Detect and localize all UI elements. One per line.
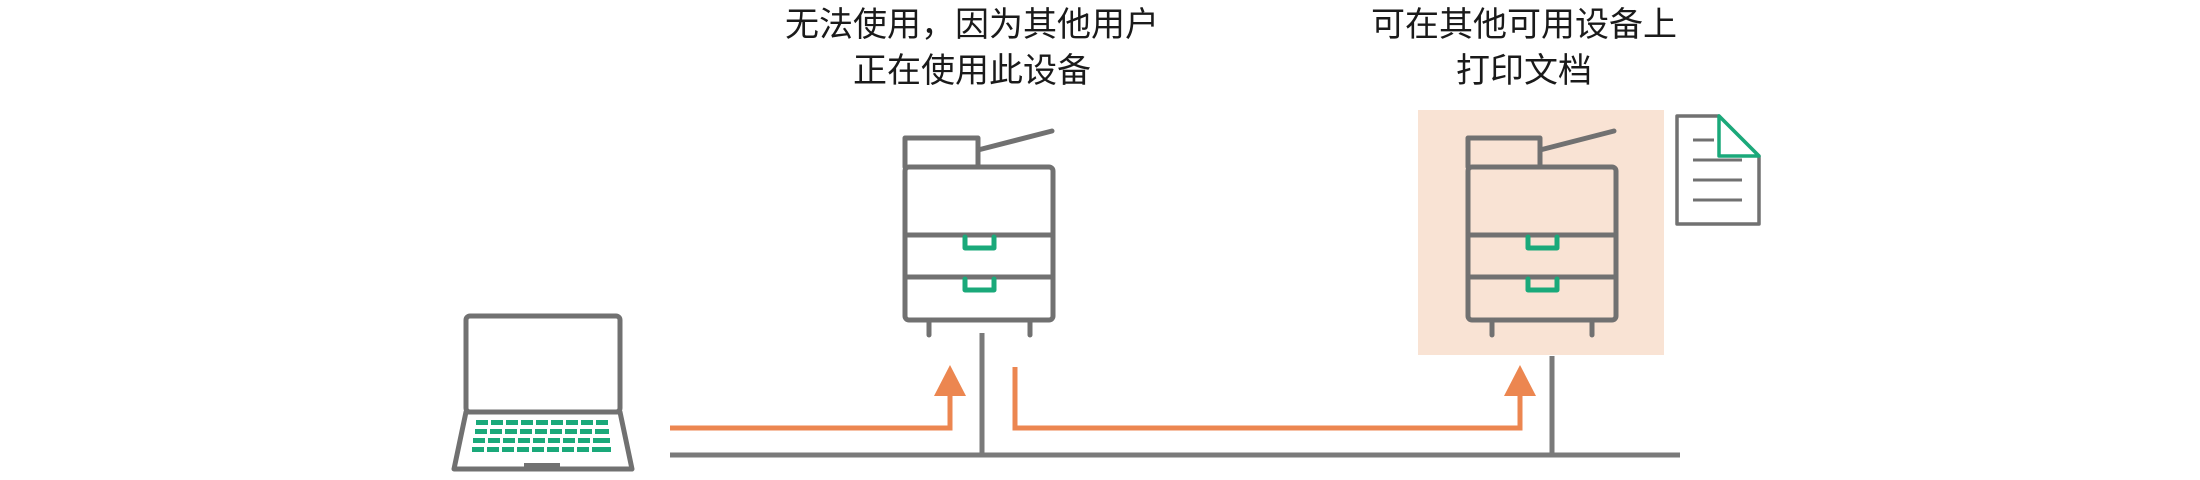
multifunction-printer-icon (902, 128, 1056, 338)
available-printer-caption-line2: 打印文档 (1456, 51, 1592, 91)
busy-printer-caption-line1: 无法使用，因为其他用户 (785, 5, 1159, 45)
print-job-path-to-busy-printer (670, 393, 953, 431)
multifunction-printer-icon (1465, 128, 1619, 338)
arrow-up-icon (1504, 365, 1536, 396)
document-icon (1675, 114, 1761, 226)
busy-printer-caption: 无法使用，因为其他用户 正在使用此设备 (712, 2, 1232, 94)
print-job-path-redirect (1012, 367, 1523, 431)
arrow-up-icon (934, 365, 966, 396)
busy-printer-caption-line2: 正在使用此设备 (853, 51, 1091, 91)
available-printer-caption: 可在其他可用设备上 打印文档 (1264, 2, 1784, 94)
laptop-keyboard (472, 420, 611, 452)
laptop-icon (451, 313, 635, 472)
available-printer-caption-line1: 可在其他可用设备上 (1371, 5, 1677, 45)
